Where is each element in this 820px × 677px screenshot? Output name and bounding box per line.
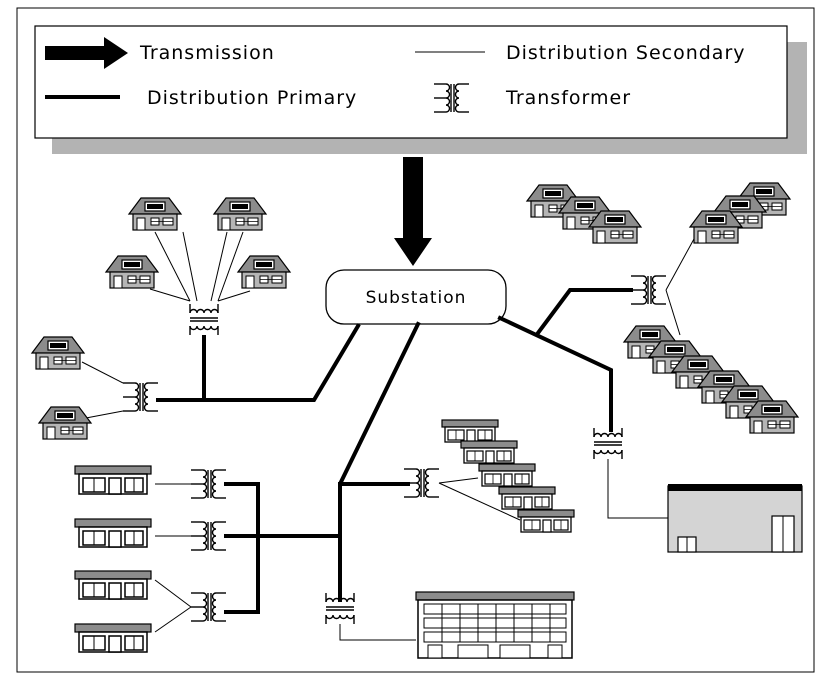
legend-distribution-secondary-label: Distribution Secondary (506, 42, 746, 64)
transformer-icon (403, 468, 440, 498)
transformer-icon (189, 303, 219, 336)
shop-icon (74, 518, 152, 548)
transformer-icon (122, 382, 159, 412)
substation-label: Substation (366, 288, 467, 308)
transmission-feed-arrow (394, 157, 432, 266)
house-icon (128, 197, 182, 231)
legend-distribution-primary-label: Distribution Primary (147, 87, 357, 109)
shop-icon (441, 419, 499, 443)
legend-transmission-label: Transmission (139, 42, 275, 64)
factory-icon (667, 484, 803, 553)
transformer-icon (190, 469, 227, 499)
shop-icon (74, 570, 152, 600)
shop-icon (478, 463, 536, 487)
transformer-icon (190, 521, 227, 551)
diagram-border (16, 7, 815, 673)
substation: Substation (325, 269, 507, 325)
shop-icon (460, 440, 518, 464)
legend-transformer-label: Transformer (505, 87, 631, 109)
transformer-icon (593, 427, 623, 460)
house-icon (588, 210, 642, 244)
house-icon (745, 400, 799, 434)
house-icon (237, 255, 291, 289)
transformer-icon (190, 592, 227, 622)
shop-icon (517, 509, 575, 533)
shop-icon (74, 465, 152, 495)
shop-icon (74, 623, 152, 653)
house-icon (31, 336, 85, 370)
house-icon (213, 197, 267, 231)
legend-box (34, 25, 788, 139)
apartment-building-icon (415, 591, 575, 659)
distribution-primary-lines (156, 288, 633, 614)
house-icon (38, 406, 92, 440)
legend: Transmission Distribution Secondary Dist… (34, 25, 807, 154)
shop-icon (498, 486, 556, 510)
house-icon (105, 255, 159, 289)
distribution-secondary-lines (81, 227, 701, 641)
transmission-arrow-icon (45, 37, 128, 69)
transformer-icon (630, 275, 667, 305)
house-icon (689, 210, 743, 244)
